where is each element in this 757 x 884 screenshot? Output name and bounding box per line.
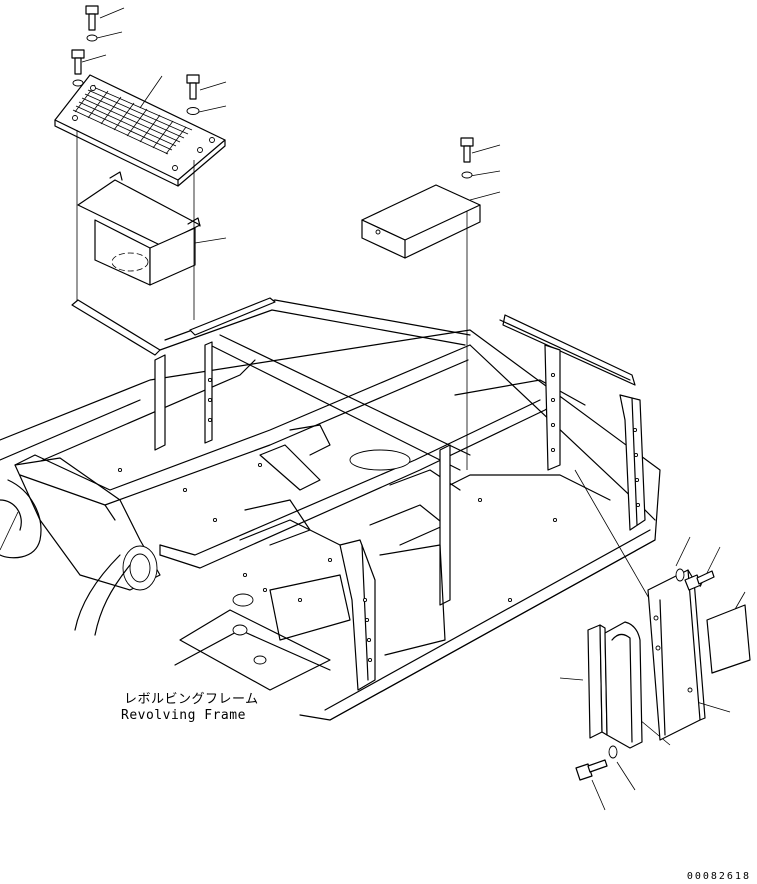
- hex-bolt-5: [684, 570, 715, 591]
- hex-bolt-4: [460, 137, 474, 163]
- angle-cover-plate: [361, 184, 481, 259]
- spacer-plate-2: [604, 621, 643, 749]
- rubber-pad: [706, 604, 751, 674]
- leader-lines: [0, 7, 746, 811]
- mounting-rail: [71, 297, 276, 356]
- frame-label-jp: レボルビングフレーム: [124, 692, 259, 707]
- washer-3: [186, 107, 200, 115]
- frame-bolt-holes: [117, 372, 641, 663]
- spacer-plate-1: [587, 624, 608, 739]
- side-cover-panel: [647, 569, 706, 741]
- washer-4: [461, 171, 473, 179]
- revolving-frame: [0, 299, 661, 721]
- washer-5: [675, 568, 685, 582]
- hex-bolt-2: [71, 49, 85, 75]
- washer-2: [72, 79, 84, 87]
- hex-bolt-3: [186, 74, 200, 100]
- washer-6: [608, 745, 618, 759]
- frame-label-en: Revolving Frame: [121, 708, 246, 723]
- grating-cover-plate: [54, 74, 226, 187]
- hex-bolt-1: [85, 5, 99, 31]
- washer-1: [86, 34, 98, 42]
- document-number: 00082618: [686, 871, 751, 882]
- grating-slots: [72, 84, 193, 155]
- assembly-guide-lines: [76, 130, 651, 601]
- hex-bolt-6: [575, 759, 608, 781]
- support-bracket: [77, 171, 201, 286]
